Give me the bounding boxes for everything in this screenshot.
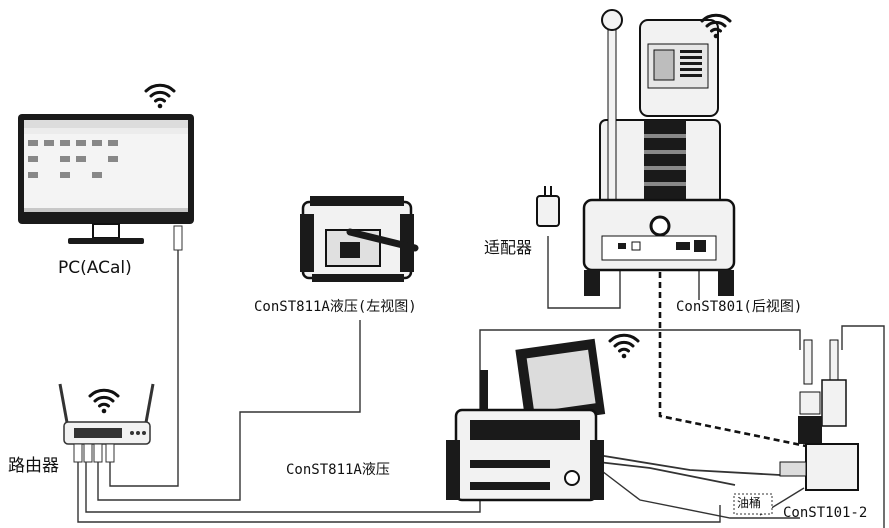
- wifi-icon: [88, 388, 120, 415]
- pc-label: PC(ACal): [58, 258, 132, 278]
- router-811a-cable: [85, 329, 801, 513]
- pressure-dashed-line: [658, 262, 807, 448]
- router-label: 路由器: [8, 456, 59, 476]
- hydraulic-hose-3: [597, 467, 800, 519]
- const801-device: [582, 9, 736, 296]
- adapter-label: 适配器: [484, 238, 533, 257]
- router-811a-side-cable: [97, 320, 361, 501]
- oil-tank: [733, 493, 773, 515]
- pc-router-cable: [109, 250, 179, 487]
- const811a-side-device: [300, 196, 419, 282]
- const811a-device: [446, 338, 606, 502]
- const101-device: [779, 339, 859, 491]
- const101-label: ConST101-2: [783, 505, 868, 521]
- router: [58, 383, 155, 463]
- 101-right-cable: [841, 325, 885, 528]
- pc-monitor: [18, 114, 194, 251]
- hydraulic-hose-1: [597, 454, 781, 476]
- oil-tank-label: 油桶: [737, 496, 762, 510]
- router-101-cable: [77, 462, 721, 523]
- const811a-side-label: ConST811A液压(左视图): [254, 299, 417, 315]
- hydraulic-hose-2: [597, 461, 736, 486]
- adapter-cable: [547, 236, 621, 309]
- power-adapter: [536, 186, 560, 227]
- wifi-icon: [144, 83, 176, 110]
- const801-label: ConST801(后视图): [676, 299, 803, 315]
- const811a-label: ConST811A液压: [286, 462, 390, 478]
- wifi-icon: [608, 333, 640, 360]
